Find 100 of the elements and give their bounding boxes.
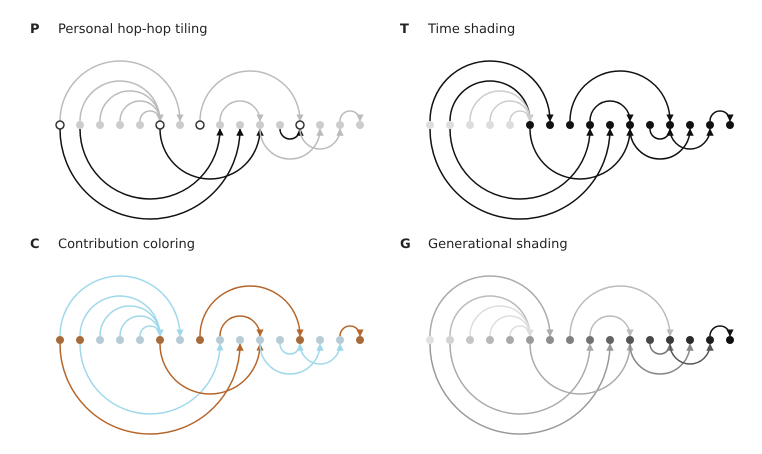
dot-node xyxy=(506,336,514,344)
dot-node xyxy=(646,336,654,344)
dot-node xyxy=(546,121,554,129)
dot-node xyxy=(316,336,324,344)
arc-arrow xyxy=(589,315,634,337)
arc-arrow xyxy=(669,343,714,365)
arc-arrow xyxy=(569,285,674,337)
dot-node xyxy=(526,336,534,344)
arc-arrow xyxy=(219,100,264,122)
arc-arrow xyxy=(529,128,634,180)
dot-node xyxy=(236,336,244,344)
panel-letter: G xyxy=(400,237,411,252)
dot-node xyxy=(666,121,674,129)
dot-node xyxy=(686,121,694,129)
dot-node xyxy=(526,121,534,129)
arc-arrow xyxy=(299,128,344,150)
dot-node xyxy=(56,336,64,344)
dot-node xyxy=(156,336,164,344)
dot-node xyxy=(276,121,284,129)
dot-node xyxy=(566,336,574,344)
dot-node xyxy=(256,336,264,344)
arc-arrow xyxy=(219,315,264,337)
arc-arrow xyxy=(629,128,694,160)
dot-node xyxy=(116,336,124,344)
arc-arrow xyxy=(429,275,554,337)
dot-node xyxy=(606,121,614,129)
dot-node xyxy=(486,336,494,344)
dot-node xyxy=(726,121,734,129)
dot-node xyxy=(426,336,434,344)
dot-node xyxy=(236,121,244,129)
dot-node xyxy=(506,121,514,129)
dot-node xyxy=(426,121,434,129)
arc-arrow xyxy=(709,110,734,122)
arc-arrow xyxy=(529,343,634,395)
dot-node xyxy=(726,336,734,344)
dot-node xyxy=(55,120,65,130)
dot-node xyxy=(566,121,574,129)
arc-arrow xyxy=(629,343,694,375)
dot-node xyxy=(96,336,104,344)
arc-arrow xyxy=(59,128,244,220)
dot-node xyxy=(176,336,184,344)
dot-node xyxy=(486,121,494,129)
dot-node xyxy=(296,336,304,344)
dot-node xyxy=(116,121,124,129)
dot-node xyxy=(195,120,205,130)
dot-node xyxy=(466,336,474,344)
dot-node xyxy=(546,336,554,344)
arc-arrow xyxy=(429,60,554,122)
arc-arrow xyxy=(79,128,224,200)
arc-arrow xyxy=(339,325,364,337)
arc-arrow xyxy=(299,343,344,365)
arc-arrow xyxy=(509,110,534,122)
dot-node xyxy=(96,121,104,129)
dot-node xyxy=(686,336,694,344)
arc-arrow xyxy=(59,275,184,337)
arc-arrow xyxy=(569,70,674,122)
arc-arrow xyxy=(259,128,324,160)
dot-node xyxy=(606,336,614,344)
dot-node xyxy=(136,336,144,344)
arc-arrow xyxy=(649,128,674,140)
arc-arrow xyxy=(449,128,594,200)
dot-node xyxy=(76,121,84,129)
dot-node xyxy=(176,121,184,129)
dot-node xyxy=(626,336,634,344)
arc-arrow xyxy=(59,60,184,122)
arc-arrow xyxy=(259,343,324,375)
arc-arrow xyxy=(449,343,594,415)
panel-title: Personal hop-hop tiling xyxy=(58,22,208,37)
arc-arrow xyxy=(649,343,674,355)
dot-node xyxy=(216,121,224,129)
dot-node xyxy=(155,120,165,130)
dot-node xyxy=(666,336,674,344)
dot-node xyxy=(646,121,654,129)
arc-arrow xyxy=(589,100,634,122)
arc-arrow xyxy=(709,325,734,337)
dot-node xyxy=(586,121,594,129)
arc-arrow xyxy=(339,110,364,122)
arc-arrow xyxy=(669,128,714,150)
arc-arrow xyxy=(279,128,304,140)
arc-arrow xyxy=(139,325,164,337)
dot-node xyxy=(626,121,634,129)
dot-node xyxy=(196,336,204,344)
arc-arrow xyxy=(79,343,224,415)
panel-letter: P xyxy=(30,22,40,37)
dot-node xyxy=(316,121,324,129)
dot-node xyxy=(336,336,344,344)
dot-node xyxy=(336,121,344,129)
arc-arrow xyxy=(59,343,244,435)
panel-letter: C xyxy=(30,237,40,252)
panel-title: Contribution coloring xyxy=(58,237,195,252)
arc-arrow xyxy=(159,343,264,395)
dot-node xyxy=(446,121,454,129)
arc-arrow xyxy=(159,128,264,180)
dot-node xyxy=(356,121,364,129)
arc-arrow xyxy=(279,343,304,355)
arc-arrow xyxy=(199,70,304,122)
dot-node xyxy=(586,336,594,344)
dot-node xyxy=(256,121,264,129)
dot-node xyxy=(136,121,144,129)
dot-node xyxy=(295,120,305,130)
